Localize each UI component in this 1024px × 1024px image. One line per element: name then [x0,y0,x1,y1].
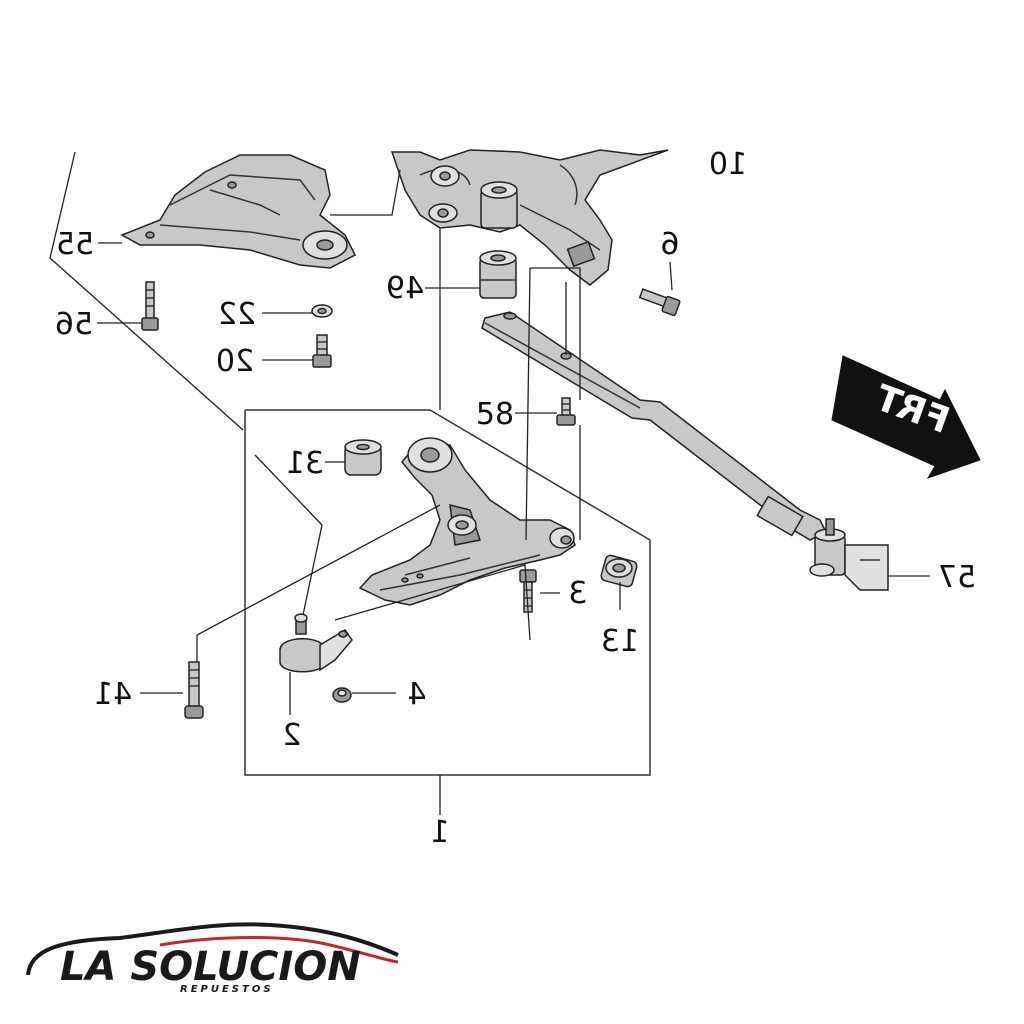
bushing-49 [479,250,517,299]
stabilizer-link-end [809,518,889,591]
logo-car-swoosh-dark [26,922,399,976]
callout-4: 4 [407,677,426,712]
bolt-6 [638,288,681,317]
leader-lines [49,151,930,815]
callout-numbers: 1 2 3 4 6 10 13 20 22 31 41 49 55 56 57 … [55,147,976,850]
lower-control-arm [358,437,576,606]
callout-31: 31 [286,446,324,481]
nut-4 [332,687,352,703]
washer-22 [311,304,333,318]
bolt-56 [141,281,159,331]
callout-6: 6 [660,227,679,262]
front-direction-arrow: FRT [831,355,981,479]
logo-subtitle: REPUESTOS [180,984,274,995]
callout-57: 57 [938,560,976,595]
callout-13: 13 [601,624,639,659]
callout-41: 41 [94,677,132,712]
la-solucion-logo: LA SOLUCION REPUESTOS [26,922,399,995]
assembly-box-1 [244,409,651,776]
subframe-bushing [480,181,518,229]
callout-2: 2 [282,718,301,753]
callout-3: 3 [568,576,587,611]
callout-58: 58 [476,397,514,432]
callout-10: 10 [709,147,747,182]
logo-title: LA SOLUCION [60,944,361,990]
bracket-plate-55 [120,154,357,269]
callout-49: 49 [386,271,424,306]
logo-car-swoosh-red [159,936,399,964]
frt-arrow-shape [831,355,981,479]
bolt-58 [556,397,576,426]
callout-20: 20 [216,344,254,379]
callout-1: 1 [430,815,449,850]
callout-56: 56 [55,307,93,342]
callout-55: 55 [56,227,94,262]
bolt-20 [312,334,332,368]
subframe [390,149,669,286]
stabilizer-bar-57 [481,311,828,541]
callout-22: 22 [218,297,256,332]
bushing-13 [600,554,638,588]
bolt-41 [184,661,204,719]
ball-joint-2 [279,613,353,673]
bushing-31 [344,439,382,476]
bolt-3 [519,569,537,613]
